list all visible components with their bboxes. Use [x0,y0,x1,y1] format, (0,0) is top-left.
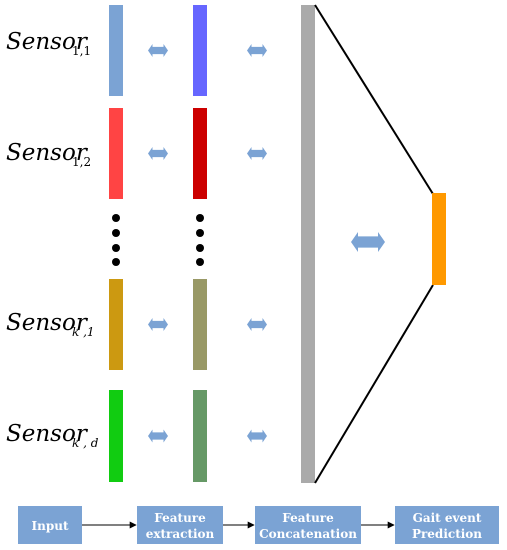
sensor-label: Sensor [6,140,89,166]
double-arrow-icon [247,44,267,57]
double-arrow-icon [148,44,168,57]
pipeline-box-label: Gait event [413,511,482,525]
ellipsis-dot [196,244,204,252]
double-arrow-icon [148,318,168,331]
connection-line [314,284,434,484]
feature-bar [193,390,207,482]
sensor-subscript: 1,2 [72,155,91,169]
ellipsis-dot [112,244,120,252]
input-signal-bar [109,390,123,482]
input-signal-bar [109,108,123,199]
sensor-label: Sensor [6,310,89,336]
sensor-label: Sensor [6,421,89,447]
sensor-label: Sensor [6,29,89,55]
double-arrow-icon [148,429,168,443]
prediction-output-bar [432,193,446,285]
pipeline-box-label: extraction [146,527,215,541]
sensor-subscript: 1,1 [72,44,91,58]
pipeline-box [137,506,223,544]
concatenation-bar [301,5,315,483]
input-signal-bar [109,279,123,370]
connection-line [314,4,434,195]
double-arrow-icon [247,147,267,160]
sensor-subscript: k ,1 [72,325,95,339]
ellipsis-dot [112,229,120,237]
pipeline-box-label: Input [32,519,69,533]
ellipsis-dot [112,214,120,222]
feature-bar [193,279,207,370]
double-arrow-icon [351,232,385,252]
feature-bar [193,108,207,199]
sensor-subscript: k , d [72,436,99,450]
double-arrow-icon [247,429,267,443]
ellipsis-dot [112,258,120,266]
pipeline-box [18,506,82,544]
ellipsis-dot [196,229,204,237]
pipeline-box-label: Feature [154,511,206,525]
pipeline-box [255,506,361,544]
ellipsis-dot [196,258,204,266]
feature-bar [193,5,207,96]
pipeline-box-label: Prediction [412,527,482,541]
input-signal-bar [109,5,123,96]
pipeline-box [395,506,499,544]
double-arrow-icon [148,147,168,160]
ellipsis-dot [196,214,204,222]
pipeline-box-label: Concatenation [259,527,357,541]
pipeline-box-label: Feature [282,511,334,525]
double-arrow-icon [247,318,267,331]
